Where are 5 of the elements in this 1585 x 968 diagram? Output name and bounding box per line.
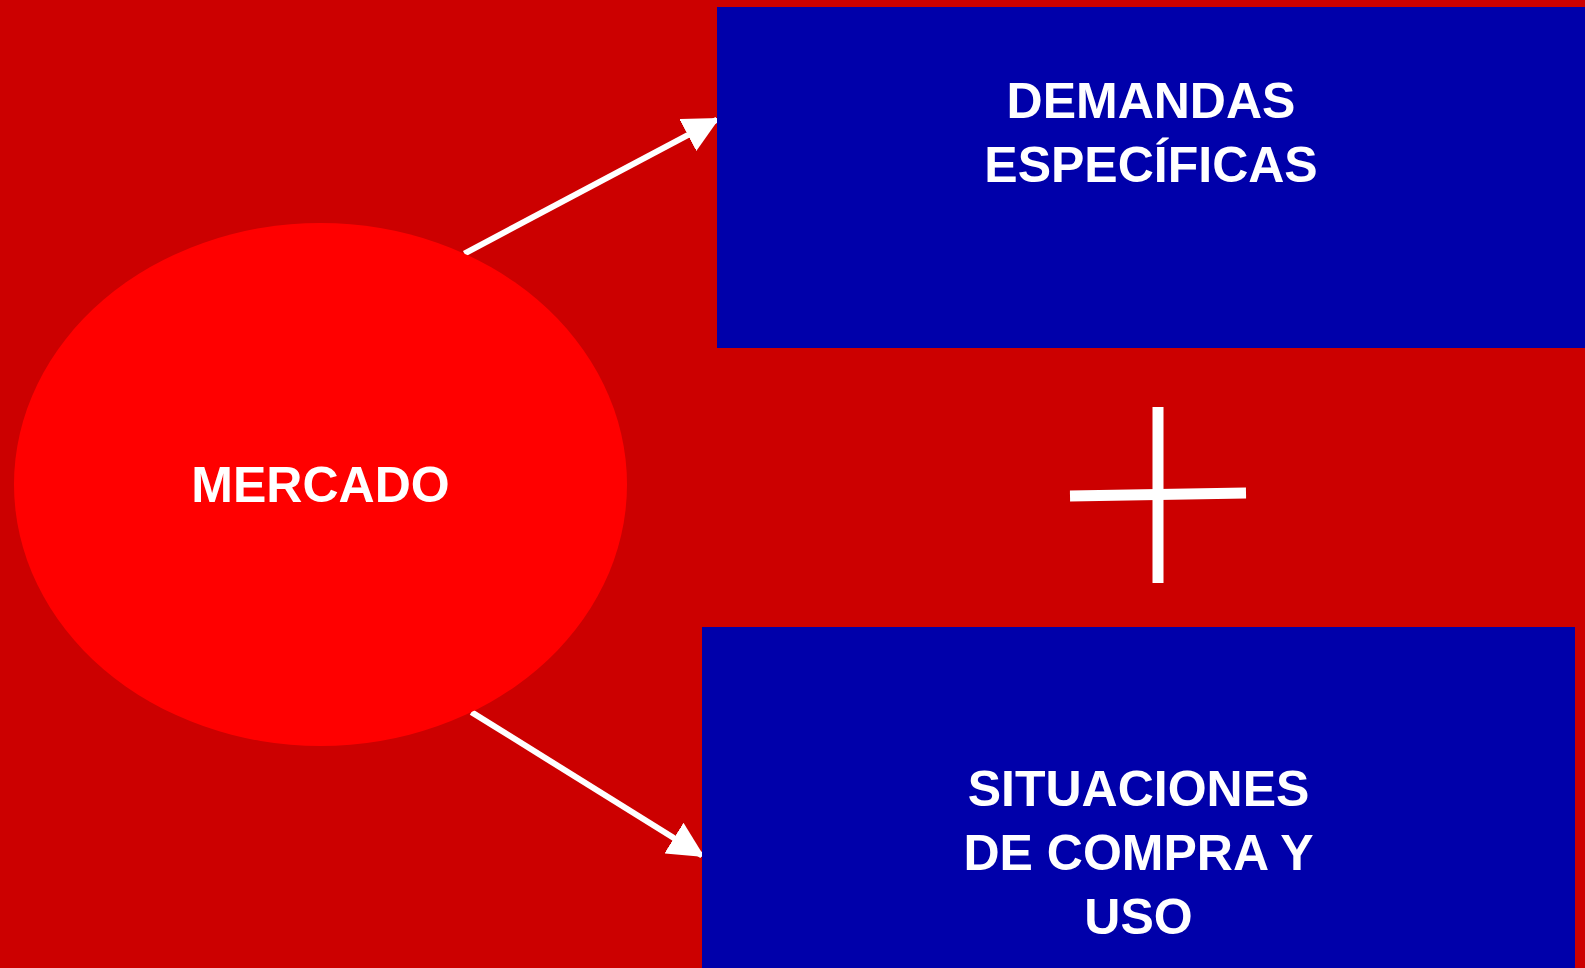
node-label: SITUACIONES DE COMPRA Y USO	[962, 759, 1315, 947]
process-box	[717, 7, 1585, 348]
node-label: MERCADO	[191, 455, 450, 515]
node-label: DEMANDAS ESPECÍFICAS	[983, 71, 1319, 195]
process-box	[702, 627, 1575, 968]
